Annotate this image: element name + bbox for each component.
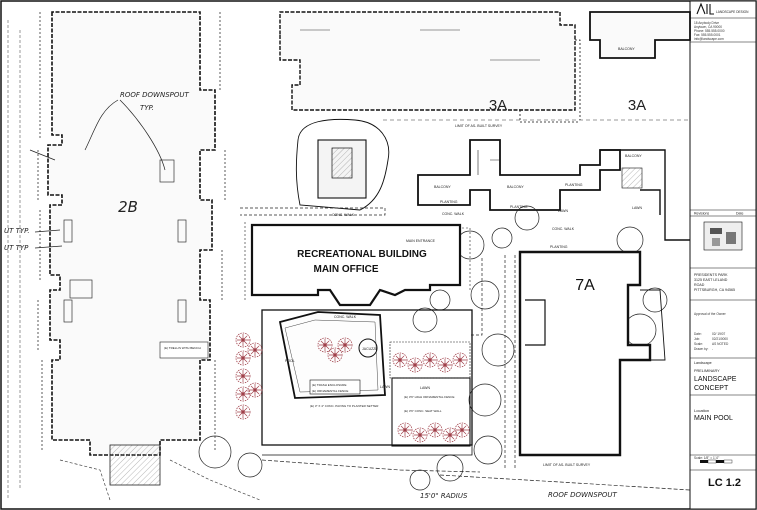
firm-address-1: 18 Anybody Drive [694,21,719,25]
building-upper-right [417,139,690,241]
scale-field-value: AS NOTED [712,342,729,346]
roof-downspout-bottom-note: ROOF DOWNSPOUT [548,491,617,499]
conc-walk-label-4: CONC. WALK [334,315,357,319]
note-fence: (E) ORNAMENTAL FENCE [312,389,348,393]
balcony-top-label: BALCONY [618,47,635,51]
revisions-label: Revisions [694,212,709,216]
building-3a-right [383,11,691,121]
phase-status: PRELIMINARY [694,369,720,373]
title-block-frame [689,0,757,510]
walk-lines [470,255,516,470]
jacuzzi-label: JACUZZI [362,347,376,351]
key-map [703,221,743,251]
limit-survey-bottom: LIMIT OF AS- BUILT SURVEY [543,463,591,467]
courtyard-structure [240,118,390,216]
job-field-label: Job: [694,337,700,341]
project-address-1: 3125 EAST LELAND [694,278,728,282]
firm-address-2: Anytown, CA 90000 [694,25,722,29]
conc-walk-label-3: CONC. WALK [332,213,355,217]
drawn-field-label: Drawn by: [694,347,708,351]
note-seat-wall: (E) 3'6" CONC. SEAT WALL [404,409,442,413]
drawing-title-line1: LANDSCAPE [694,376,737,383]
firm-phone: Phone: 555.555.0000 [694,29,725,33]
building-7a-label: 7A [575,277,595,294]
project-address-3: PITTSBURGH, CA 94565 [694,288,735,292]
note-paving: (E) 3" X 4" CONC. PAVING TO PLANTER SETT… [310,404,379,408]
location-value: MAIN POOL [694,415,733,422]
balcony-label-3: BALCONY [625,154,642,158]
building-7a [518,250,666,457]
location-label: Location [694,408,709,413]
note-trellis: (E) TRELLIS WITH BENCH [164,346,201,350]
recreational-building [244,222,471,307]
planting-label-4: PLANTING [550,245,568,249]
limit-survey-top: LIMIT OF AS- BUILT SURVEY [455,124,503,128]
lawn-label-3: LAWN [420,386,430,390]
note-trash: (E) TRASH ENCLOSURE [312,383,346,387]
job-field-value: 02/21/0000 [712,337,728,341]
recreational-building-title: RECREATIONAL BUILDING [297,249,427,260]
date-field-value: 02/ 19/07 [712,332,726,336]
firm-fax: Fax: 555.555.0001 [694,33,721,37]
firm-name: LANDSCAPE DESIGN [716,10,749,14]
survey-limit-line [261,459,691,491]
date-field-label: Date: [694,332,702,336]
planting-label-2: PLANTING [440,200,458,204]
drawing-title-line2: CONCEPT [694,385,729,392]
sheet-number: LC 1.2 [708,477,741,489]
lawn-label-1: LAWN [558,209,568,213]
ut-typ-note-2: UT TYP [4,244,29,252]
scale-field-label: Scale: [694,342,703,346]
main-office-title: MAIN OFFICE [314,264,379,275]
drawn-field-value: - [712,347,713,351]
radius-note: 15'0" RADIUS [420,492,468,500]
planting-label-3: PLANTING [510,205,528,209]
scale-bar-label: Scale: 1/8" = 1'-0" [694,456,719,460]
conc-walk-label-1: CONC. WALK [442,212,465,216]
building-2b-label: 2B [118,198,138,216]
main-entrance-label: MAIN ENTRANCE [406,239,436,243]
roof-downspout-note-typ: TYP. [140,104,154,112]
pool-label: POOL [285,359,295,363]
building-3a-right-label: 3A [628,97,646,114]
title-block [690,2,756,471]
project-name: PRESIDENTS PARK [694,273,728,277]
lawn-label-4: LAWN [380,385,390,389]
phase-label: Landscape [694,361,712,365]
firm-logo-mark [696,2,714,15]
project-address-2: ROAD [694,283,705,287]
building-3a-upper [279,11,581,123]
balcony-label-2: BALCONY [507,185,524,189]
building-3a-upper-label: 3A [489,97,507,114]
balcony-label-1: BALCONY [434,185,451,189]
planting-label-1: PLANTING [565,183,583,187]
note-high-fence: (E) 3'6" HIGH ORNAMENTAL FENCE [404,395,454,399]
lawn-label-2: LAWN [632,206,642,210]
approval-label: Approval of the Owner [694,312,727,316]
note-box [159,341,209,359]
ut-typ-note: UT TYP. [4,227,30,235]
roof-downspout-note: ROOF DOWNSPOUT [120,91,189,99]
date-label: Date [736,212,743,216]
conc-walk-label-2: CONC. WALK [552,227,575,231]
firm-email: info@landscape.com [694,37,724,41]
